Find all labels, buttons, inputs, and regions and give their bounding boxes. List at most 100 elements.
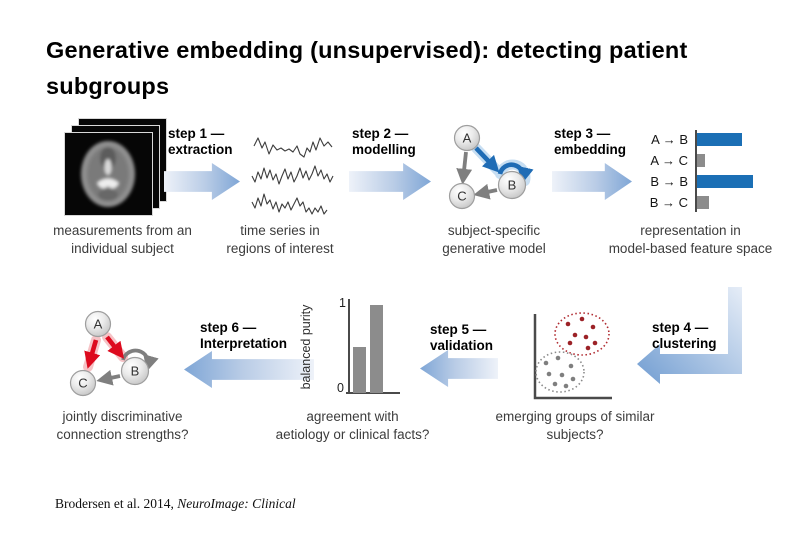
step3-arrow-right — [552, 163, 632, 200]
time-series-line — [251, 165, 334, 185]
scatter-dot — [572, 332, 578, 338]
purity-bar — [353, 347, 366, 393]
scatter-dot — [559, 372, 565, 378]
svg-text:A: A — [463, 131, 472, 146]
feature-chart-axis — [695, 130, 697, 212]
scatter-dot — [570, 376, 576, 382]
slide-title-line2: subgroups — [46, 73, 170, 99]
caption-measurements: measurements from an individual subject — [53, 223, 192, 256]
feature-chart-category: A → C — [650, 153, 688, 168]
scatter-dot — [546, 371, 552, 377]
step2-label: step 2 — modelling — [352, 126, 416, 157]
svg-text:B: B — [508, 178, 517, 193]
scatter-dot — [592, 340, 598, 346]
scatter-dot — [585, 345, 591, 351]
edge-a-to-c-red — [84, 339, 101, 369]
svg-text:C: C — [78, 376, 87, 391]
brain-image-stack — [64, 118, 168, 218]
step1-arrow-right — [164, 163, 240, 200]
node-b: B — [120, 356, 150, 386]
feature-chart-bar — [697, 196, 709, 209]
svg-text:A: A — [94, 317, 103, 332]
step4-arrow-elbow — [637, 287, 742, 384]
time-series-line — [251, 193, 328, 215]
feature-chart-row: B → B — [630, 171, 780, 192]
feature-chart-category: A → B — [651, 132, 688, 147]
scatter-dot — [567, 340, 573, 346]
scatter-dot — [590, 324, 596, 330]
brain-frame-front — [64, 132, 153, 216]
purity-ylabel: balanced purity — [299, 304, 313, 390]
feature-chart-bar — [697, 154, 705, 167]
scatter-dot — [543, 360, 549, 366]
svg-text:C: C — [457, 189, 466, 204]
edge-a-to-b-red — [105, 335, 125, 359]
scatter-dot — [583, 334, 589, 340]
step6-arrow-left — [184, 351, 314, 388]
elbow-arrow-shape — [637, 287, 742, 384]
scatter-dot — [568, 363, 574, 369]
edge-b-to-c — [473, 183, 498, 200]
purity-tick-1: 1 — [339, 296, 346, 310]
cluster-gray — [535, 351, 585, 393]
interpretation-graph: A B C — [69, 310, 159, 397]
purity-tick-0: 0 — [337, 381, 344, 395]
scatter-dot — [563, 383, 569, 389]
purity-bars — [353, 305, 399, 393]
node-c: C — [69, 369, 97, 397]
caption-generative-model: subject-specific generative model — [442, 223, 546, 256]
citation: Brodersen et al. 2014, NeuroImage: Clini… — [55, 496, 296, 512]
feature-chart-category: B → B — [650, 174, 688, 189]
edge-b-self-loop — [121, 348, 159, 372]
edge-a-to-c — [456, 151, 473, 185]
scatter-dot — [579, 316, 585, 322]
citation-source: NeuroImage: Clinical — [177, 496, 296, 511]
step1-label: step 1 — extraction — [168, 126, 233, 157]
feature-chart-category: B → C — [649, 195, 688, 210]
cluster-outline-red — [554, 312, 610, 356]
cluster-scatter-plot — [533, 312, 612, 400]
caption-clustering: emerging groups of similar subjects? — [495, 409, 655, 442]
feature-chart-row: A → B — [630, 129, 780, 150]
step5-arrow-left — [420, 350, 498, 387]
scatter-axes — [533, 314, 612, 400]
step3-label: step 3 — embedding — [554, 126, 627, 157]
brain-scan-image — [65, 133, 152, 215]
scatter-dot — [552, 381, 558, 387]
caption-feature-space: representation in model-based feature sp… — [608, 223, 773, 256]
feature-chart-row: B → C — [630, 192, 780, 213]
node-a: A — [453, 124, 481, 152]
edge-b-to-c — [96, 369, 121, 386]
purity-x-axis — [346, 392, 400, 394]
feature-chart-rows: A → B A → C B → B B → C — [630, 129, 780, 213]
scatter-dot — [565, 321, 571, 327]
scatter-dot — [555, 355, 561, 361]
purity-bar — [370, 305, 383, 393]
step2-arrow-right — [349, 163, 431, 200]
step5-label: step 5 — validation — [430, 322, 494, 353]
slide-title: Generative embedding (unsupervised): det… — [46, 32, 746, 104]
purity-y-axis — [348, 299, 350, 394]
node-a: A — [84, 310, 112, 338]
edge-b-self-loop-blue — [497, 162, 534, 184]
feature-chart-bar — [697, 175, 753, 188]
caption-validation: agreement with aetiology or clinical fac… — [275, 409, 430, 442]
time-series-plot — [251, 137, 334, 215]
feature-space-chart: A → B A → C B → B B → C — [630, 129, 780, 213]
generative-model-graph: A B C — [448, 124, 534, 210]
caption-time-series: time series in regions of interest — [226, 223, 334, 256]
slide-title-line1: Generative embedding (unsupervised): det… — [46, 37, 688, 63]
feature-chart-bar — [697, 133, 742, 146]
time-series-line — [253, 137, 333, 158]
cluster-red — [554, 312, 610, 356]
feature-chart-row: A → C — [630, 150, 780, 171]
edge-a-to-b-blue — [474, 146, 500, 173]
step4-label: step 4 — clustering — [652, 320, 717, 351]
svg-text:B: B — [131, 364, 140, 379]
node-b: B — [497, 170, 527, 200]
citation-prefix: Brodersen et al. 2014, — [55, 496, 178, 511]
caption-interpretation: jointly discriminative connection streng… — [56, 409, 189, 442]
node-c: C — [448, 182, 476, 210]
cluster-outline-gray — [535, 351, 585, 393]
